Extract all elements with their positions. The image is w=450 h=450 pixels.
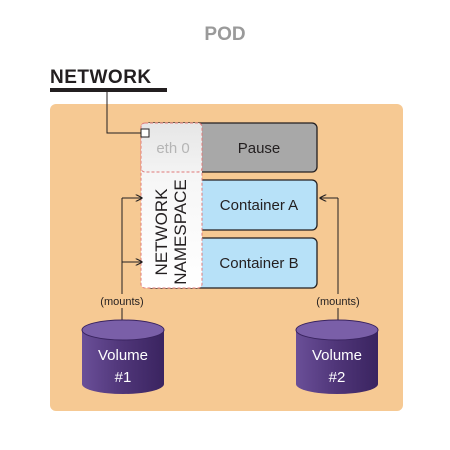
namespace-label-line1: NETWORK	[152, 188, 171, 276]
mounts-right-label: (mounts)	[316, 296, 359, 308]
pause-label: Pause	[238, 140, 281, 157]
network-connector-line-inner	[106, 104, 143, 134]
volume-1-cylinder	[81, 319, 165, 394]
eth0-box	[140, 122, 203, 173]
pod-title: POD	[204, 24, 245, 45]
network-title: NETWORK	[50, 67, 152, 88]
volume-1-label-line1: Volume	[98, 347, 148, 364]
volume-2-label-line2: #2	[329, 369, 346, 386]
mounts-right-bg	[310, 294, 366, 308]
volume-1-label-line2: #1	[115, 369, 132, 386]
volume-2-label-line1: Volume	[312, 347, 362, 364]
container-b-label: Container B	[219, 255, 298, 272]
eth0-port-icon	[140, 128, 150, 138]
mounts-left-label: (mounts)	[100, 296, 143, 308]
namespace-label-line2: NAMESPACE	[171, 179, 190, 285]
container-a-label: Container A	[220, 197, 298, 214]
volume-2-cylinder	[295, 319, 379, 394]
eth0-label: eth 0	[156, 140, 189, 157]
mounts-left-bg	[94, 294, 150, 308]
network-underline	[50, 88, 167, 92]
